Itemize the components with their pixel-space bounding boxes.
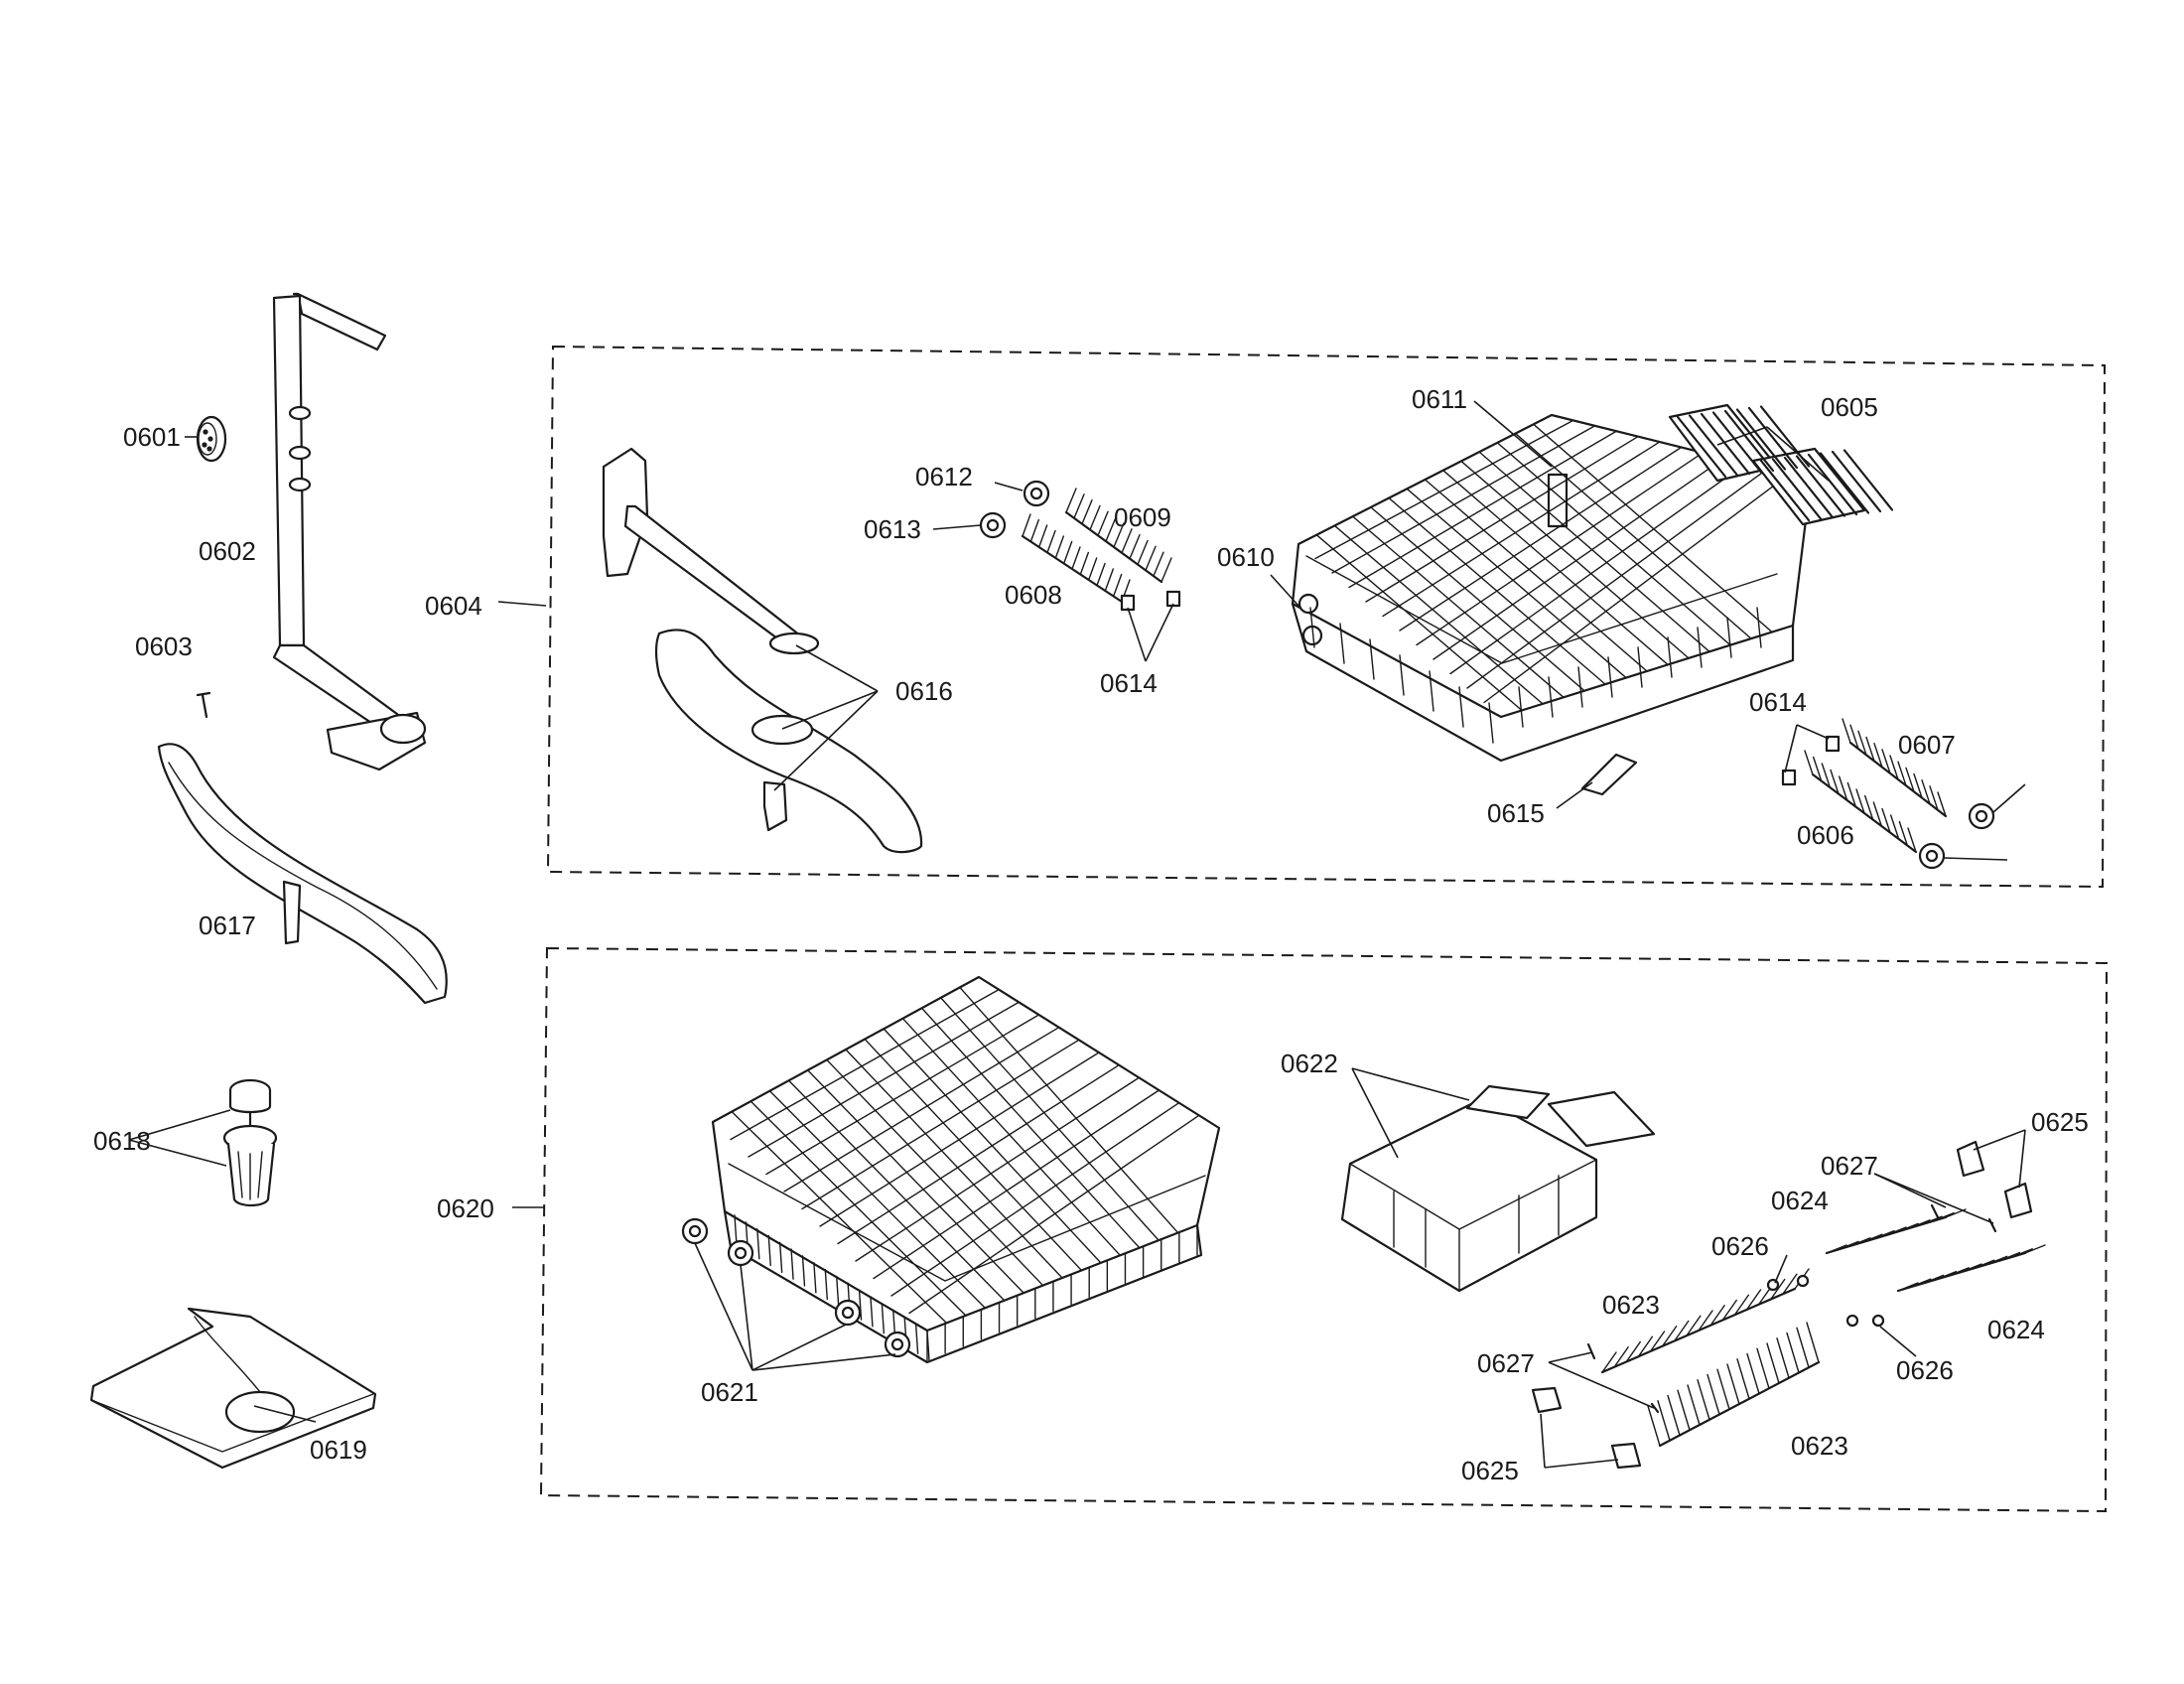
callout-0609: 0609: [1114, 502, 1171, 532]
part-0613-rack-wheel-right: [1968, 802, 1995, 830]
callout-0624: 0624: [1771, 1186, 1829, 1215]
callout-0618: 0618: [93, 1126, 151, 1156]
callout-0614: 0614: [1100, 668, 1158, 698]
callout-0601: 0601: [123, 422, 181, 452]
part-0614-clips-left: [1120, 590, 1181, 612]
part-0626-pins: [1766, 1274, 1885, 1328]
leader-lines: [128, 400, 2026, 1469]
lower-rack-group-box: [539, 946, 2109, 1513]
callout-0627-left: 0627: [1477, 1348, 1535, 1378]
part-0624-tine-row-lower: [1896, 1244, 2046, 1293]
part-0625-tine-holders: [1531, 1140, 2033, 1470]
callout-0623-right: 0623: [1791, 1431, 1848, 1461]
part-0623-tine-row-back: [1647, 1322, 1821, 1448]
callout-0602: 0602: [199, 536, 256, 566]
part-0616-upper-spray-arm: [654, 629, 923, 854]
part-0606-tine-row: [1804, 750, 1918, 854]
part-0601-nozzle-cap: [196, 415, 227, 463]
part-0603-screw: [196, 691, 211, 719]
callout-0619: 0619: [310, 1435, 367, 1465]
part-0619-filter-plate: [89, 1307, 377, 1470]
upper-rack-group-box: [546, 345, 2107, 889]
part-0622-cutlery-basket: [1340, 1084, 1656, 1293]
callout-0606: 0606: [1797, 820, 1854, 850]
callout-0626: 0626: [1711, 1231, 1769, 1261]
part-0612-rack-wheel-right: [1918, 842, 1946, 870]
part-0627-pins: [1586, 1203, 1997, 1414]
callout-0607: 0607: [1898, 730, 1956, 760]
callout-0608: 0608: [1005, 580, 1062, 610]
callout-0621: 0621: [701, 1377, 758, 1407]
callout-0616: 0616: [895, 676, 953, 706]
part-0610-upper-rack: [1291, 413, 1813, 763]
callout-0614-right: 0614: [1749, 687, 1807, 717]
part-0602-spray-supply-tube: [272, 292, 427, 772]
callout-0626-right: 0626: [1896, 1355, 1954, 1385]
part-0604-upper-spray-assembly: [602, 447, 820, 655]
callout-0610: 0610: [1217, 542, 1275, 572]
callout-0622: 0622: [1281, 1049, 1338, 1078]
part-0607-tine-row: [1842, 718, 1948, 818]
part-0621-rack-wheels: [681, 1217, 911, 1358]
callout-0612: 0612: [915, 462, 973, 491]
callout-0617: 0617: [199, 911, 256, 940]
part-0612-rack-wheel-left: [1023, 480, 1050, 507]
callout-0603: 0603: [135, 632, 193, 661]
callout-0615: 0615: [1487, 798, 1545, 828]
callout-0620: 0620: [437, 1193, 494, 1223]
callout-0625: 0625: [2031, 1107, 2089, 1137]
callout-0613: 0613: [864, 514, 921, 544]
callout-0624-right: 0624: [1987, 1315, 2045, 1344]
callout-0625-left: 0625: [1461, 1456, 1519, 1485]
callout-0604: 0604: [425, 591, 482, 621]
callout-0611: 0611: [1412, 384, 1467, 414]
part-0614-clips-right: [1781, 735, 1841, 786]
part-0618-filter-assembly: [222, 1078, 278, 1207]
callout-0627: 0627: [1821, 1151, 1878, 1181]
callout-0605: 0605: [1821, 392, 1878, 422]
part-0620-lower-rack: [711, 975, 1221, 1364]
part-0609-tine-row: [1064, 488, 1172, 584]
part-0613-rack-wheel-left: [979, 511, 1007, 539]
part-0617-lower-spray-arm: [157, 743, 448, 1005]
part-0624-tine-row-upper: [1825, 1208, 1967, 1255]
callout-0623: 0623: [1602, 1290, 1660, 1320]
part-0615-rack-handle: [1580, 753, 1638, 796]
